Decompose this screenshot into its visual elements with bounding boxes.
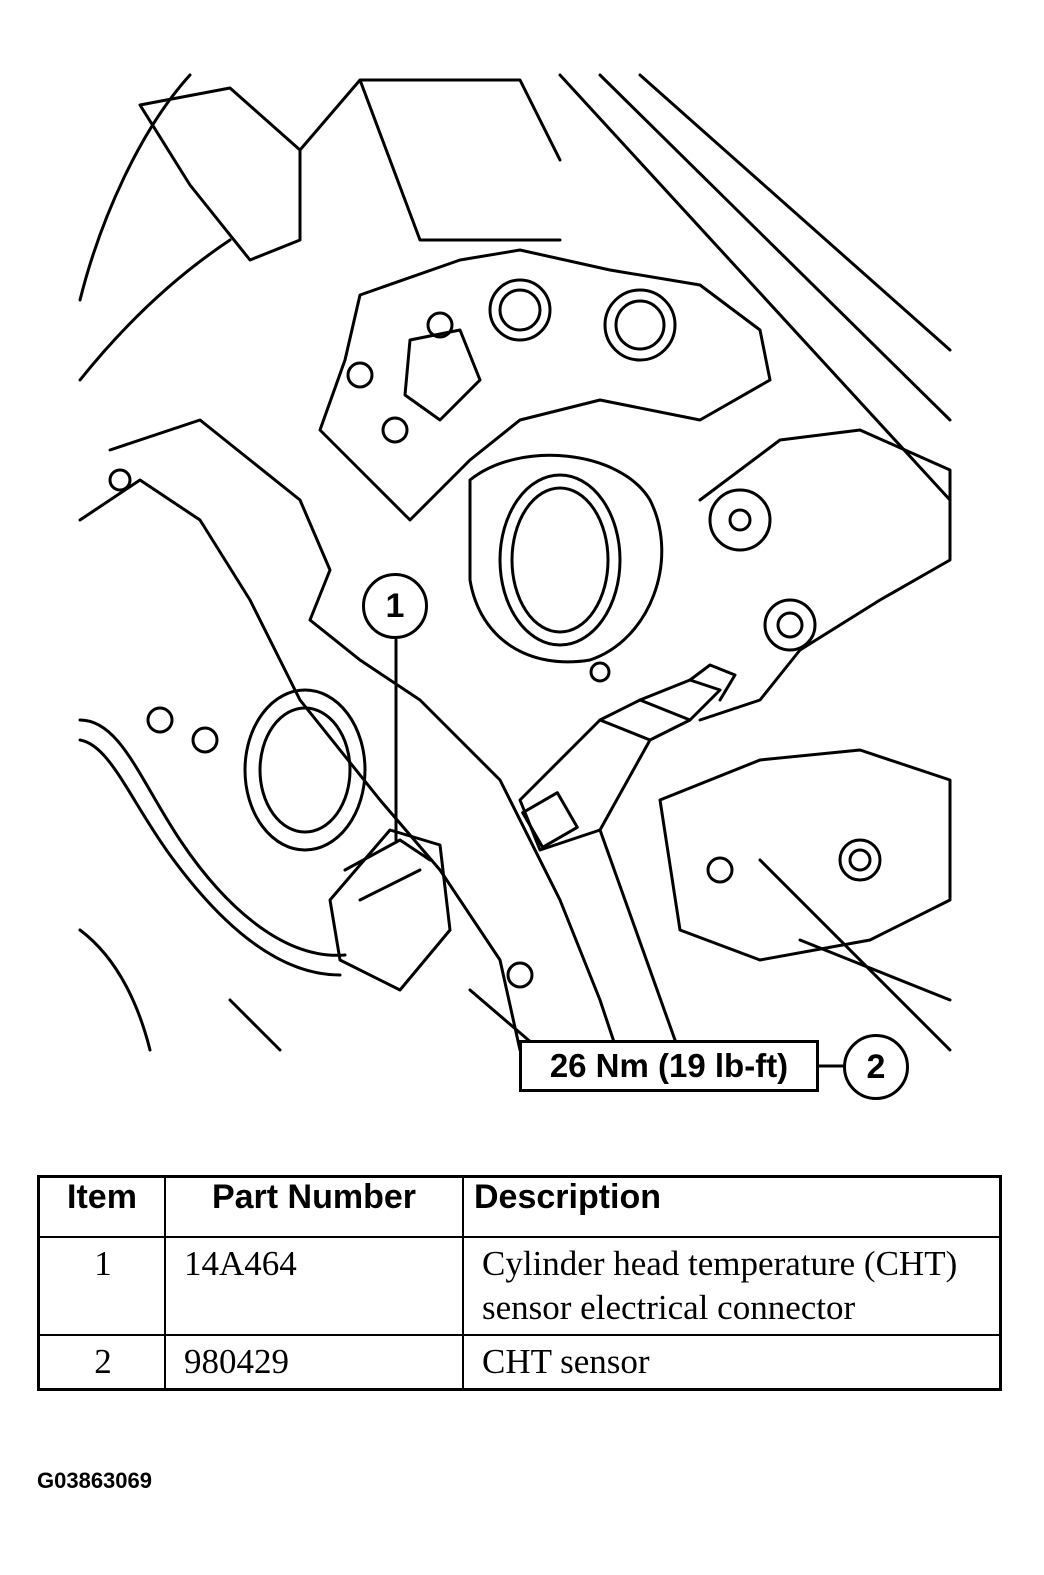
coolant-port — [243, 688, 367, 852]
row-item: 2 — [37, 1334, 166, 1391]
parts-table-header-row: Item Part Number Description — [37, 1175, 1002, 1238]
callout-item-1: 1 — [362, 573, 428, 639]
engine-block — [108, 418, 622, 1062]
table-row: 2 980429 CHT sensor — [37, 1334, 1002, 1391]
parts-table: Item Part Number Description 1 14A464 Cy… — [37, 1175, 1002, 1391]
row-description: Cylinder head temperature (CHT) sensor e… — [462, 1236, 1002, 1336]
figure-id: G03863069 — [37, 1468, 152, 1493]
hose-upper-left — [78, 73, 232, 382]
bracket-right — [698, 428, 952, 722]
table-row: 1 14A464 Cylinder head temperature (CHT)… — [37, 1236, 1002, 1336]
manifold-upper — [138, 86, 302, 262]
row-part-number: 14A464 — [164, 1236, 464, 1336]
header-part-number: Part Number — [164, 1175, 464, 1238]
row-part-number: 980429 — [164, 1334, 464, 1391]
leader-line-2 — [598, 828, 677, 1042]
gasket-flange — [318, 248, 772, 522]
row-description: CHT sensor — [462, 1334, 1002, 1391]
torque-specification-label: 26 Nm (19 lb-ft) — [519, 1040, 819, 1092]
callout-item-2: 2 — [843, 1034, 909, 1100]
engine-illustration — [78, 73, 952, 1068]
thermostat-housing — [468, 453, 664, 664]
cht-sensor-drawing — [518, 663, 737, 852]
cht-connector-drawing — [78, 718, 452, 992]
header-item: Item — [37, 1175, 166, 1238]
header-description: Description — [462, 1175, 1002, 1238]
row-item: 1 — [37, 1236, 166, 1336]
